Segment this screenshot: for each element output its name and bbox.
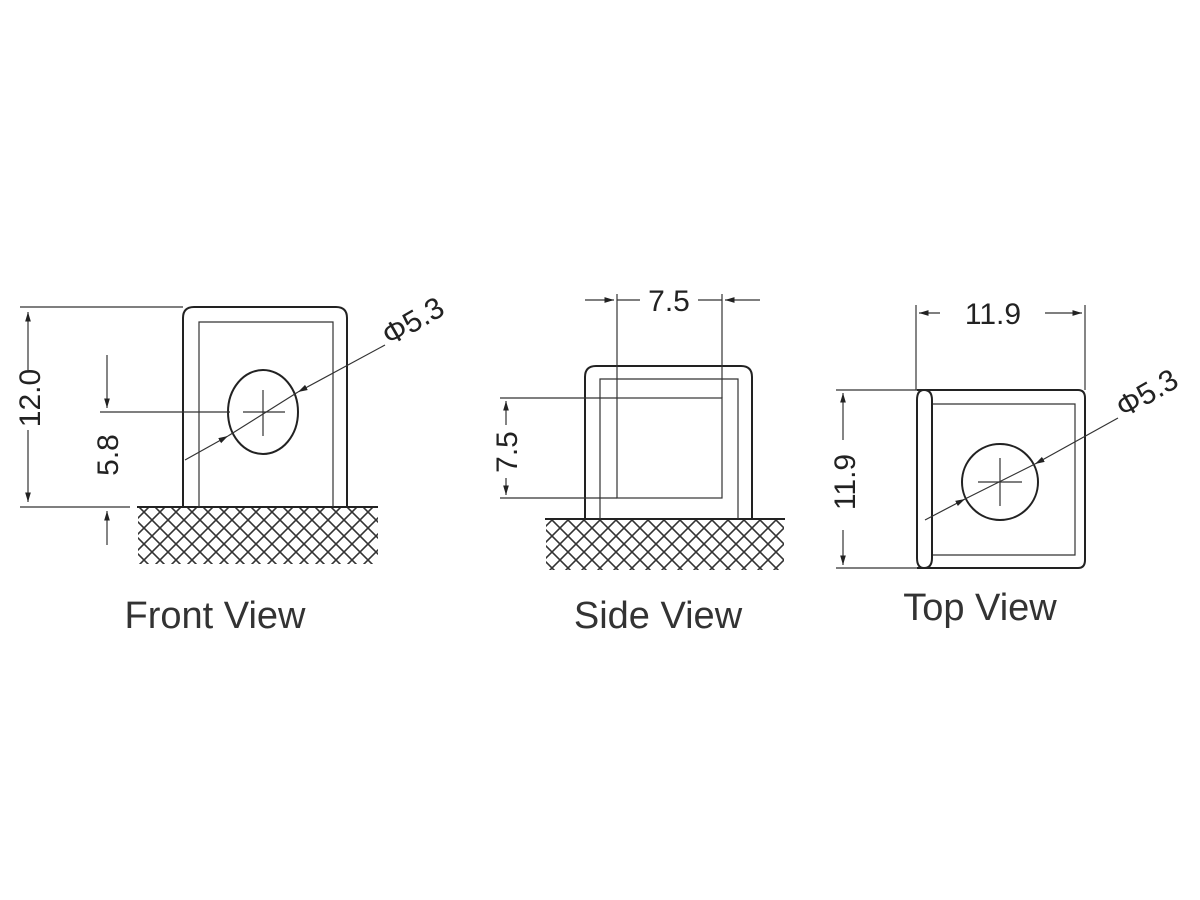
front-hole-diameter: Φ5.3 bbox=[377, 291, 450, 352]
front-height-dim: 12.0 bbox=[14, 369, 47, 427]
top-height-dim: 11.9 bbox=[829, 454, 862, 510]
terminal-inner bbox=[599, 378, 739, 519]
top-hole-diameter: Φ5.3 bbox=[1111, 363, 1184, 424]
terminal-inner bbox=[198, 321, 334, 507]
top-width-dim: 11.9 bbox=[965, 298, 1021, 331]
top-view-caption: Top View bbox=[903, 587, 1057, 629]
terminal-tab bbox=[916, 388, 933, 570]
top-view: 11.9 11.9 Φ5.3 Top View bbox=[829, 298, 1184, 629]
ground-hatch bbox=[546, 520, 784, 570]
side-view-caption: Side View bbox=[574, 595, 743, 637]
front-view-caption: Front View bbox=[125, 595, 306, 637]
terminal-outline bbox=[584, 365, 753, 519]
side-width-dim: 7.5 bbox=[648, 285, 690, 318]
hole bbox=[961, 443, 1039, 521]
hole-center-cross bbox=[243, 390, 285, 436]
terminal-outline bbox=[182, 306, 348, 507]
terminal-slot bbox=[616, 397, 723, 499]
ground-hatch bbox=[138, 508, 378, 564]
side-height-dim: 7.5 bbox=[491, 431, 524, 473]
front-hole-height-dim: 5.8 bbox=[92, 434, 125, 476]
side-view: 7.5 7.5 Side View bbox=[491, 285, 785, 637]
terminal-outline bbox=[917, 389, 1086, 569]
front-view: 12.0 5.8 Φ5.3 Front View bbox=[14, 291, 450, 637]
